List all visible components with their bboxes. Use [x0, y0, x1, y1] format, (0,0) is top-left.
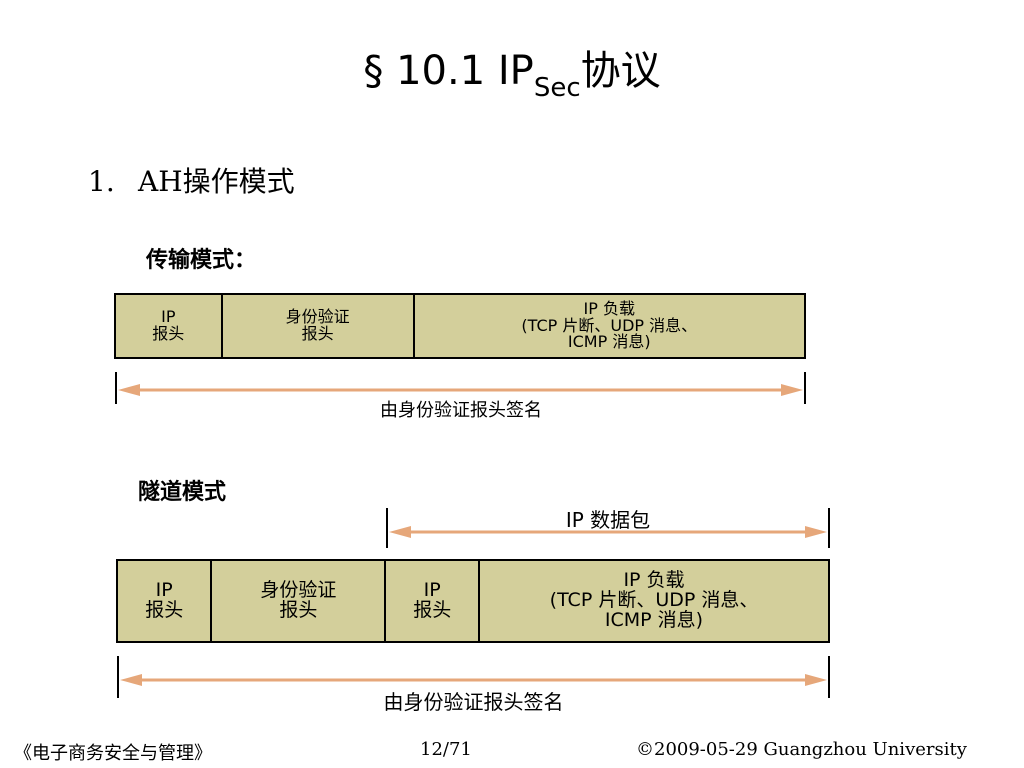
title-suffix: 协议 — [580, 48, 661, 94]
transport-span-arrowhead-right — [781, 384, 803, 396]
title-subscript: Sec — [533, 73, 581, 103]
datagram-span-arrowhead-left — [389, 526, 411, 538]
transport-mode-field: 身份验证 报头 — [223, 295, 415, 357]
tunnel-mode-field: IP 负载 (TCP 片断、UDP 消息、 ICMP 消息) — [549, 569, 759, 631]
tunnel-span-arrowhead-right — [805, 674, 827, 686]
section-sign: § — [363, 48, 384, 94]
transport-mode-field: IP 报头 — [116, 295, 223, 357]
tunnel-span-arrowhead-left — [120, 674, 142, 686]
datagram-span-arrowhead-right — [805, 526, 827, 538]
list-item-text: AH操作模式 — [138, 165, 295, 198]
transport-mode-label: 传输模式： — [146, 248, 257, 273]
tunnel-mode-field: IP 报头 — [118, 561, 213, 641]
tunnel-span-label: 由身份验证报头签名 — [383, 690, 564, 714]
tunnel-mode-label: 隧道模式 — [138, 480, 227, 505]
footer-course: 《电子商务安全与管理》 — [14, 743, 212, 764]
slide-title: § 10.1 IPSec协议 — [0, 38, 1024, 103]
transport-mode-packet: IP 报头身份验证 报头 IP 负载 (TCP 片断、UDP 消息、 ICMP 消… — [114, 293, 806, 359]
datagram-span-label: IP 数据包 — [565, 508, 651, 532]
transport-span-arrowhead-left — [118, 384, 140, 396]
footer-copyright: ©2009-05-29 Guangzhou University — [636, 739, 967, 760]
list-item: 1. AH操作模式 — [88, 160, 295, 200]
list-item-number: 1. — [88, 165, 115, 198]
tunnel-mode-field: 身份验证 报头 — [212, 561, 387, 641]
transport-mode-field: IP 负载 (TCP 片断、UDP 消息、 ICMP 消息) — [521, 298, 698, 352]
footer-page-number: 12/71 — [420, 739, 472, 760]
transport-span-label: 由身份验证报头签名 — [380, 400, 542, 421]
title-main: 10.1 IP — [396, 48, 534, 94]
tunnel-mode-field: IP 报头 — [386, 561, 481, 641]
